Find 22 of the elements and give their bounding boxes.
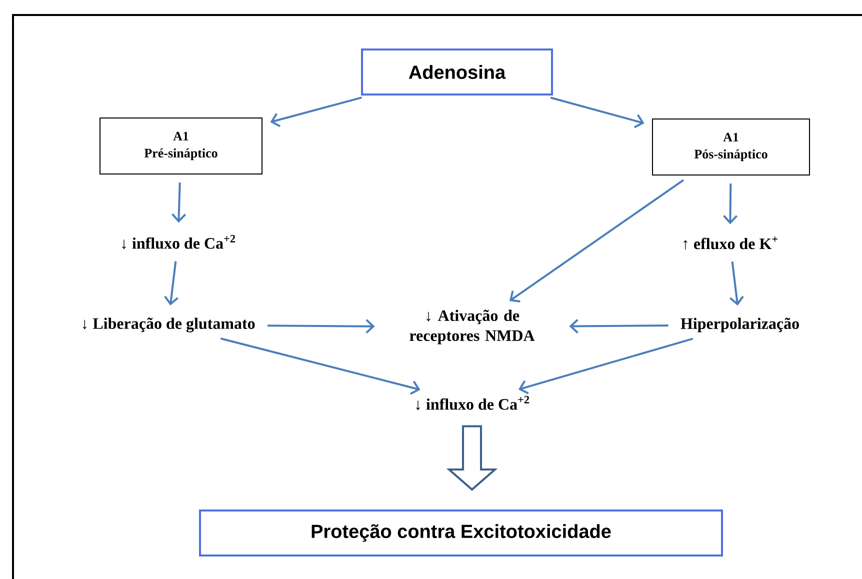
arrow xyxy=(268,319,375,334)
step-text: ↓ Ativação de receptores NMDA xyxy=(410,310,535,344)
arrow xyxy=(518,338,694,394)
receptor-box: A1 Pré-sináptico xyxy=(100,118,262,174)
title-box: Adenosina xyxy=(361,48,553,96)
step-text: ↑ efluxo de K$^{+}$ xyxy=(684,236,778,250)
arrow xyxy=(569,318,668,334)
block-arrow xyxy=(446,425,498,491)
receptor-box: A1 Pós-sináptico xyxy=(652,118,810,176)
step-text: ↓ influxo de Ca$^{+2}$ xyxy=(122,234,236,250)
step-text: ↓ Liberação de glutamato xyxy=(82,318,255,332)
title-box: Proteção contra Excitotoxicidade xyxy=(199,510,723,556)
arrow xyxy=(164,261,178,306)
arrow xyxy=(220,338,420,395)
arrow xyxy=(723,183,738,224)
arrow xyxy=(730,262,744,306)
arrow xyxy=(172,182,186,223)
step-text: ↓ influxo de Ca$^{+2}$ xyxy=(416,396,530,410)
step-text: Hiperpolarização xyxy=(680,318,799,332)
arrow xyxy=(270,96,362,128)
arrow xyxy=(509,179,684,302)
arrow xyxy=(550,96,644,128)
